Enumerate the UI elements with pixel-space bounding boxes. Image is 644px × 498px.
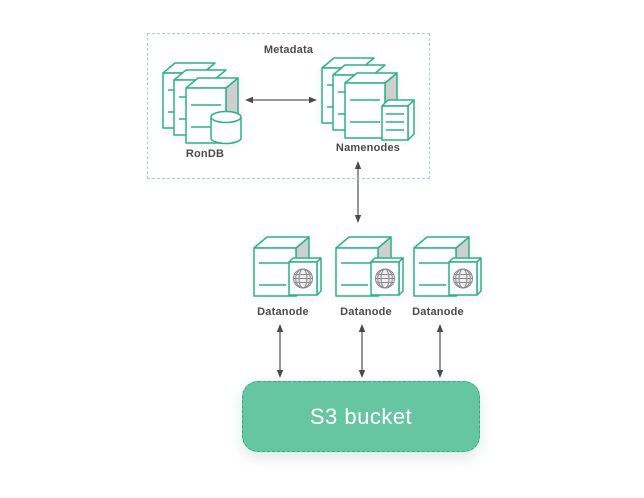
datanode-icon [250, 234, 324, 303]
namenodes-label: Namenodes [335, 142, 401, 154]
arrow-datanode2-s3 [358, 324, 366, 378]
datanode3-label: Datanode [412, 306, 464, 318]
datanode2-label: Datanode [340, 306, 392, 318]
database-cylinder-icon [210, 110, 242, 145]
s3-bucket-node: S3 bucket [242, 381, 480, 452]
arrow-datanode3-s3 [436, 324, 444, 378]
rondb-icon [161, 61, 249, 152]
globe-icon [292, 268, 314, 289]
rondb-label: RonDB [185, 148, 225, 160]
datanode-icon [410, 234, 484, 303]
document-icon [381, 99, 415, 141]
metadata-group-box: Metadata [147, 33, 430, 179]
datanode-icon [332, 234, 406, 303]
globe-icon [374, 268, 396, 289]
datanode1-label: Datanode [257, 306, 309, 318]
namenodes-icon [320, 56, 416, 147]
s3-bucket-label: S3 bucket [309, 403, 413, 429]
arrow-datanode1-s3 [276, 324, 284, 378]
globe-icon [452, 268, 474, 289]
metadata-group-title: Metadata [263, 44, 314, 56]
